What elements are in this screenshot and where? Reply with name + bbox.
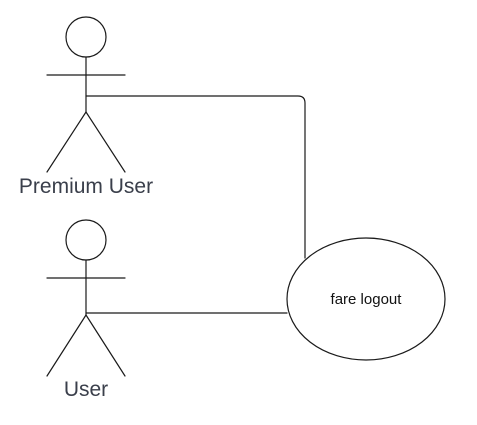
actor-right-leg: [85, 314, 126, 377]
actor-label-user: User: [64, 378, 108, 401]
actor-head: [65, 16, 107, 58]
association-premium-user-fare-logout[interactable]: [85, 95, 306, 259]
actor-premium-user[interactable]: Premium User: [19, 16, 153, 198]
actor-label-premium-user: Premium User: [19, 175, 153, 198]
actor-right-leg: [85, 111, 126, 173]
actor-head: [65, 219, 107, 261]
use-case-fare-logout[interactable]: fare logout: [286, 237, 446, 361]
actor-left-leg: [46, 111, 87, 173]
use-case-ellipse: [286, 237, 446, 361]
actor-left-leg: [46, 314, 87, 377]
actor-user[interactable]: User: [46, 219, 126, 401]
use-case-label: fare logout: [331, 291, 403, 308]
